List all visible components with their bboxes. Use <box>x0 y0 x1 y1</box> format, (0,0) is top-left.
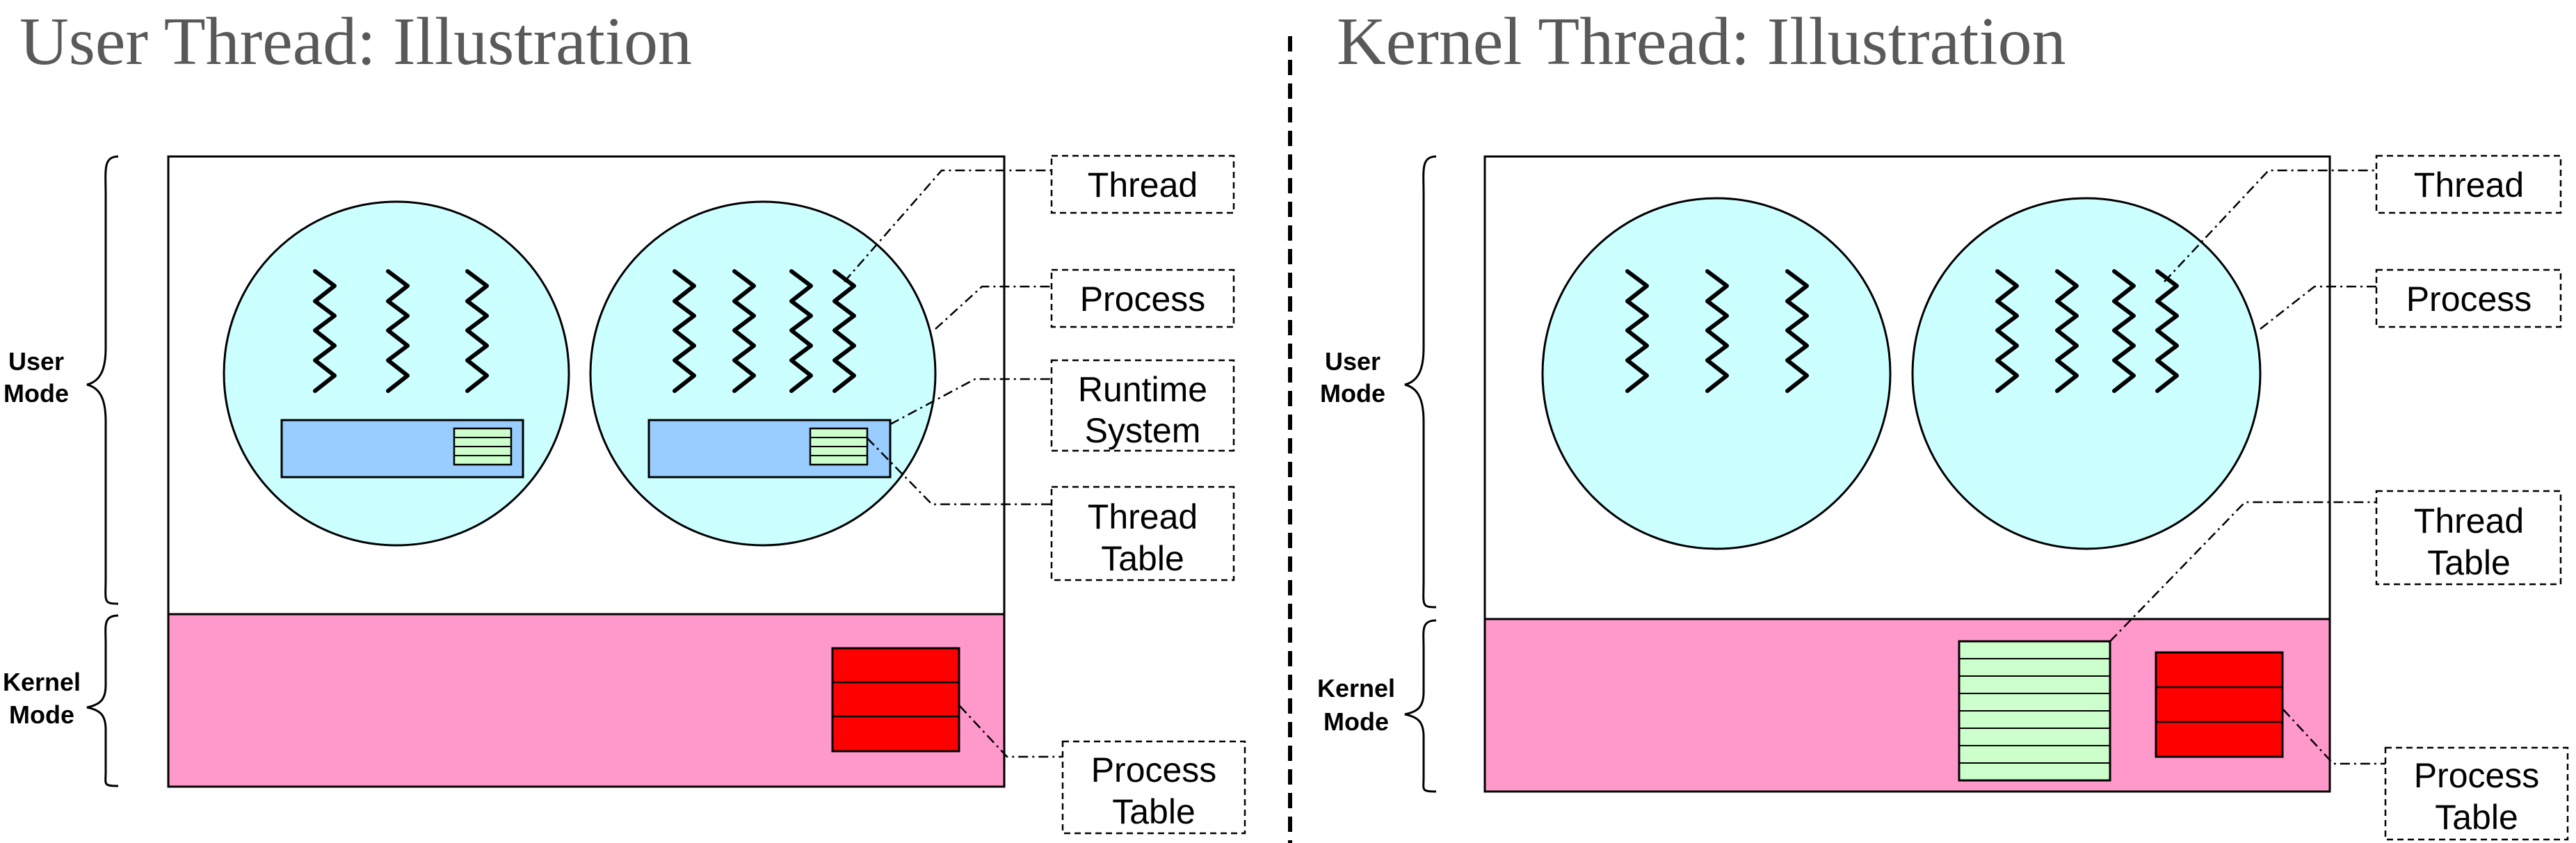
right-thread-label-box <box>2375 154 2562 214</box>
left-thread-label-box <box>1050 154 1235 214</box>
left-process-table <box>831 647 960 753</box>
left-process-label: Process <box>1080 280 1206 319</box>
left-process-table-label-box <box>1061 740 1246 835</box>
right-thread-leader <box>2164 169 2376 282</box>
right-user-mode-brace <box>1404 155 1437 609</box>
thread-icon <box>1995 269 2019 393</box>
right-process-1 <box>1541 197 1892 550</box>
left-title: User Thread: Illustration <box>19 4 692 79</box>
right-thread-table-label-box <box>2375 490 2562 586</box>
left-process-table-leader <box>959 705 1063 758</box>
thread-icon <box>2155 269 2179 393</box>
right-thread-table-leader <box>2109 501 2376 642</box>
left-runtime-label-box <box>1050 359 1235 452</box>
thread-icon <box>673 269 696 393</box>
thread-icon <box>1785 269 1809 393</box>
left-user-mode-line2: Mode <box>3 379 69 408</box>
left-runtime-leader <box>889 378 1052 426</box>
left-kernel-mode-line2: Mode <box>9 700 74 729</box>
thread-icon <box>465 269 489 393</box>
left-process-2 <box>589 200 937 547</box>
right-process-label: Process <box>2406 280 2532 319</box>
right-process-table-leader <box>2283 709 2385 765</box>
right-title: Kernel Thread: Illustration <box>1337 4 2066 79</box>
left-process-table-label-line1: Process <box>1091 750 1217 789</box>
right-kernel-mode-line2: Mode <box>1323 707 1389 736</box>
thread-icon <box>313 269 337 393</box>
left-process-label-box <box>1050 268 1235 328</box>
thread-icon <box>2112 269 2136 393</box>
left-thread-leader <box>844 169 1052 282</box>
left-process-leader <box>935 285 1052 330</box>
left-process-table-label-line2: Table <box>1112 792 1196 831</box>
left-process-1 <box>223 200 570 547</box>
left-thread-table-label-line1: Thread <box>1088 497 1198 536</box>
right-process-leader <box>2260 285 2376 330</box>
left-thread-table-label-line2: Table <box>1101 539 1184 578</box>
left-kernel-mode-line1: Kernel <box>3 668 81 696</box>
thread-icon <box>2055 269 2079 393</box>
left-user-mode-brace <box>86 155 119 605</box>
thread-icon <box>789 269 813 393</box>
thread-icon <box>386 269 410 393</box>
right-process-label-box <box>2375 268 2562 328</box>
thread-icon <box>1705 269 1729 393</box>
right-process-2 <box>1911 197 2262 550</box>
left-runtime-label-line2: System <box>1085 411 1201 450</box>
right-kernel-mode-line1: Kernel <box>1317 674 1395 702</box>
left-thread-table-label-box <box>1050 485 1235 581</box>
thread-icon <box>732 269 756 393</box>
right-user-mode-line1: User <box>1325 347 1380 376</box>
left-kernel-mode-brace <box>86 614 119 787</box>
right-thread-label: Thread <box>2414 166 2524 204</box>
left-user-mode-line1: User <box>8 347 64 376</box>
right-user-mode-line2: Mode <box>1320 379 1385 408</box>
right-process-table <box>2155 651 2284 758</box>
thread-icon <box>1625 269 1649 393</box>
right-thread-table-label-line2: Table <box>2427 543 2511 582</box>
right-process-table-label-line1: Process <box>2414 756 2540 795</box>
right-process-table-label-line2: Table <box>2435 798 2518 837</box>
right-kernel-mode-brace <box>1404 619 1437 793</box>
thread-icon <box>832 269 856 393</box>
left-thread-label: Thread <box>1088 166 1198 204</box>
right-thread-table-label-line1: Thread <box>2414 501 2524 540</box>
left-runtime-label-line1: Runtime <box>1078 370 1207 409</box>
right-process-table-label-box <box>2384 746 2569 841</box>
